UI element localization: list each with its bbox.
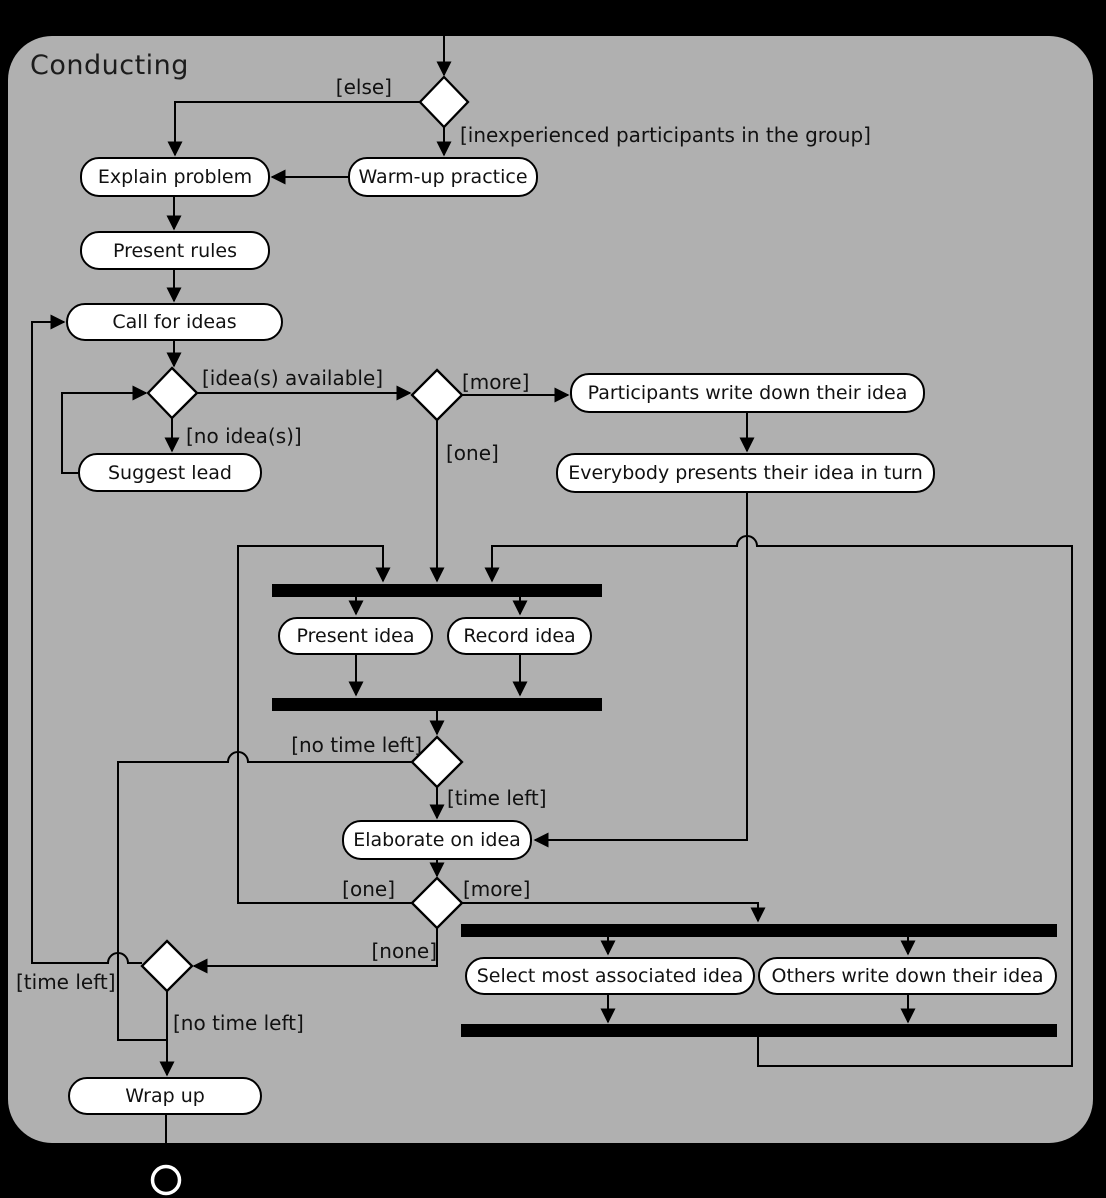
guard-no-time-left-mid: [no time left] — [291, 733, 422, 757]
action-record-idea: Record idea — [447, 617, 592, 655]
edge-one-loop-to-fork1 — [237, 545, 412, 904]
action-call-for-ideas: Call for ideas — [66, 303, 283, 341]
edge-none — [192, 928, 438, 974]
edge-join4-loop-to-fork1 — [484, 535, 1073, 1067]
action-warm-up-practice: Warm-up practice — [348, 157, 538, 197]
decision-ideas-available — [146, 366, 199, 420]
action-others-write: Others write down their idea — [758, 957, 1057, 995]
decision-time-left-mid — [410, 735, 464, 789]
action-everybody-presents: Everybody presents their idea in turn — [556, 453, 935, 493]
action-present-idea: Present idea — [278, 617, 433, 655]
join-bar-4 — [461, 1024, 1057, 1037]
guard-one-top: [one] — [446, 441, 499, 465]
action-wrap-up: Wrap up — [68, 1077, 262, 1115]
edge-time-left-loop — [31, 314, 142, 964]
action-suggest-lead: Suggest lead — [78, 453, 262, 492]
edge-everybody-to-elaborate — [533, 493, 748, 848]
guard-inexperienced: [inexperienced participants in the group… — [460, 123, 871, 147]
fork-bar-3 — [461, 924, 1057, 937]
fork-bar-1 — [272, 584, 602, 597]
guard-else: [else] — [335, 75, 392, 99]
final-node — [150, 1164, 182, 1196]
edge-else-to-explain — [167, 101, 420, 157]
guard-none: [none] — [371, 939, 438, 963]
action-present-rules: Present rules — [80, 231, 270, 270]
panel-title: Conducting — [30, 50, 189, 81]
action-select-most-associated: Select most associated idea — [465, 957, 755, 995]
edge-suggest-loop — [61, 385, 148, 474]
action-elaborate-on-idea: Elaborate on idea — [342, 820, 532, 860]
guard-more-top: [more] — [462, 370, 530, 394]
guard-more-bottom: [more] — [463, 877, 531, 901]
guard-no-time-left-bottom: [no time left] — [173, 1011, 304, 1035]
guard-no-ideas: [no idea(s)] — [186, 424, 302, 448]
action-explain-problem: Explain problem — [80, 157, 270, 197]
guard-ideas-available: [idea(s) available] — [202, 366, 384, 390]
action-participants-write: Participants write down their idea — [570, 373, 925, 413]
edge-more-bottom — [462, 902, 766, 923]
guard-time-left-bottom: [time left] — [16, 970, 116, 994]
decision-one-more-none — [410, 876, 464, 930]
edge-no-time-left-mid — [117, 751, 412, 1041]
decision-time-left-bottom — [140, 939, 194, 993]
decision-more-or-one — [410, 368, 464, 422]
guard-one-bottom: [one] — [342, 877, 395, 901]
guard-time-left-mid: [time left] — [447, 786, 547, 810]
join-bar-2 — [272, 698, 602, 711]
decision-experience — [418, 75, 470, 129]
